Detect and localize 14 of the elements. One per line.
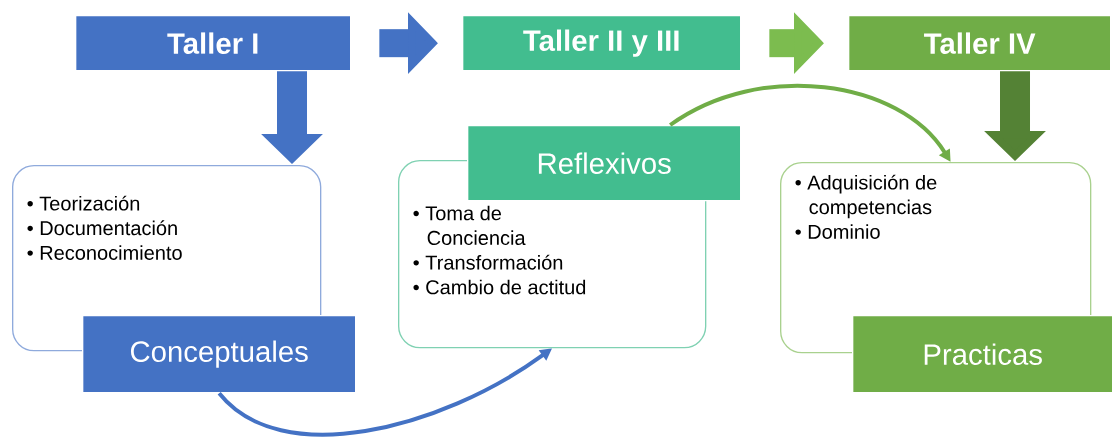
bullet-item: • Transformación	[413, 254, 563, 270]
label-box: Reflexivos	[467, 125, 742, 202]
bullet-item: • Documentación	[27, 220, 177, 236]
bullet-item: • Adquisición de competencias	[795, 174, 937, 219]
header-box: Taller IV	[848, 15, 1112, 72]
label-box: Conceptuales	[82, 315, 357, 394]
bullet-item: • Reconocimiento	[27, 245, 182, 260]
header-box: Taller I	[75, 15, 352, 72]
bullet-item: • Dominio	[795, 224, 880, 239]
bullet-item: • Cambio de actitud	[413, 279, 586, 295]
header-box: Taller II y III	[462, 15, 742, 72]
bullet-item: • Teorización	[27, 195, 140, 211]
bullet-item: • Toma de Conciencia	[413, 205, 526, 245]
label-box: Practicas	[852, 315, 1114, 394]
